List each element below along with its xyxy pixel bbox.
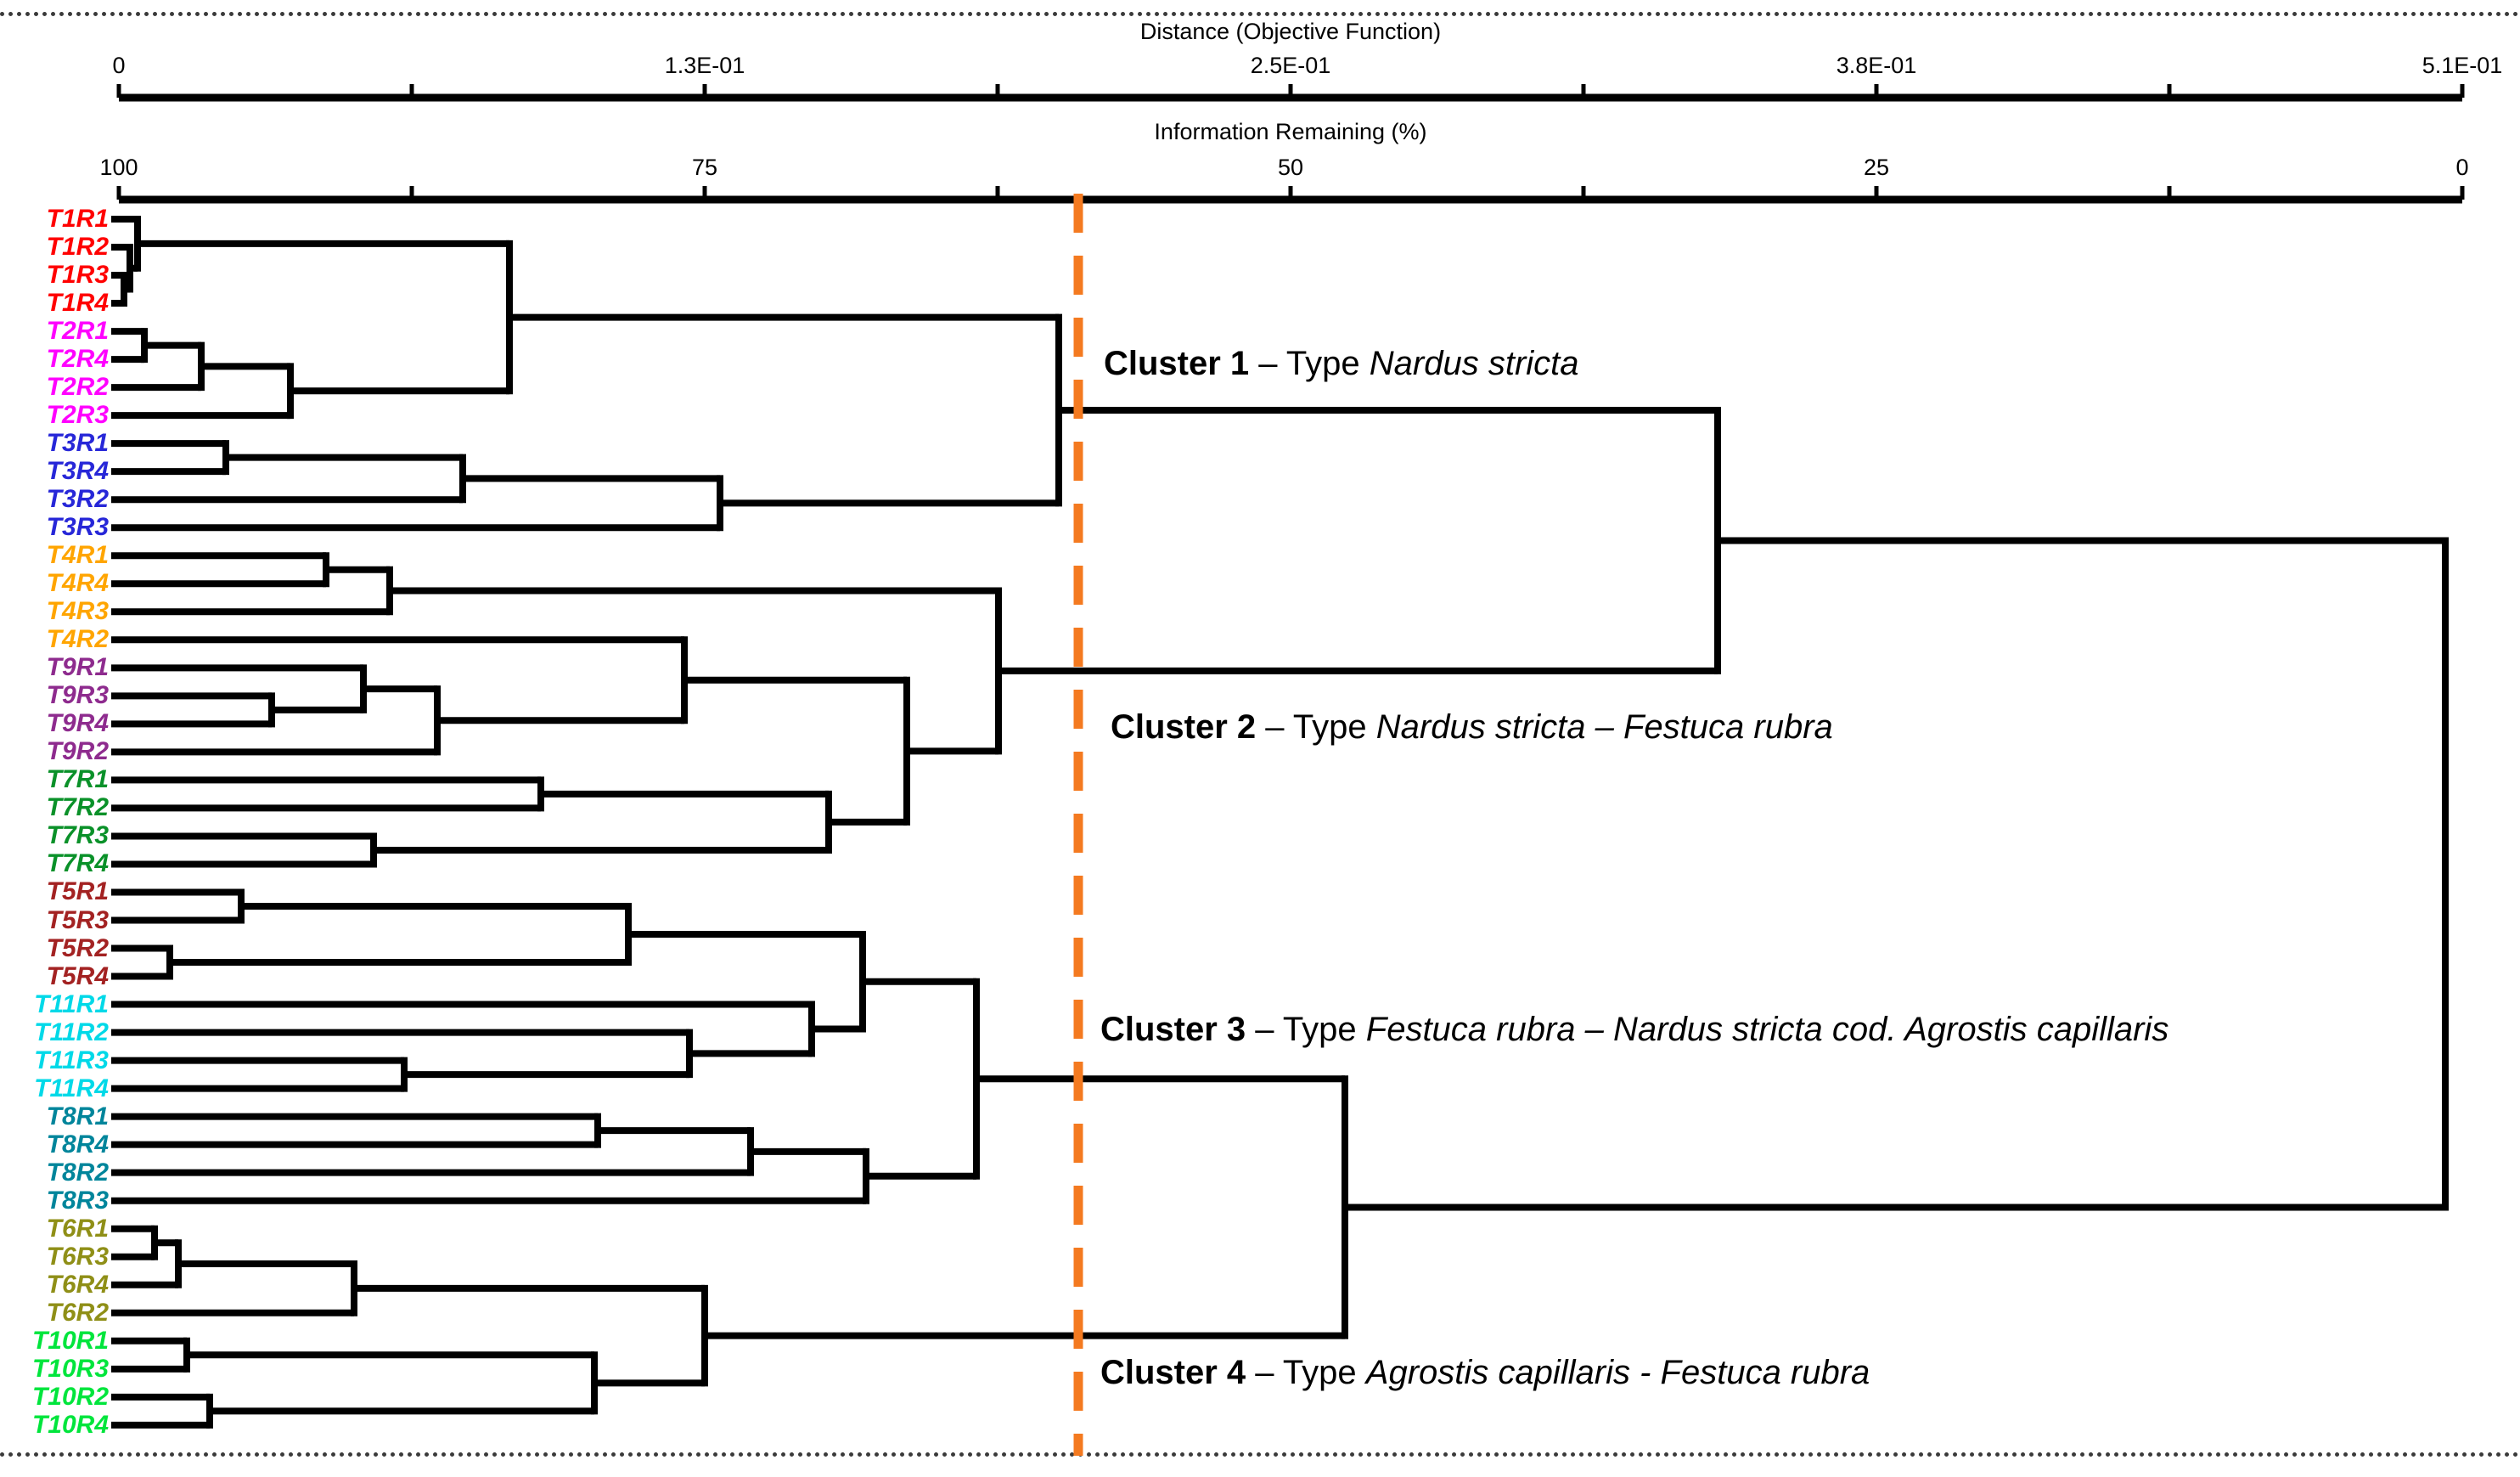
leaf-label-T10R3: T10R3 [31, 1354, 109, 1383]
leaf-label-T7R2: T7R2 [46, 793, 109, 822]
leaf-label-T6R1: T6R1 [46, 1214, 109, 1243]
bottom-dotted-border [0, 1452, 2520, 1457]
leaf-label-T5R2: T5R2 [46, 933, 109, 962]
distance-axis-title: Distance (Objective Function) [1139, 19, 1442, 44]
distance-tick-label: 5.1E-01 [2422, 53, 2503, 78]
leaf-label-T2R4: T2R4 [46, 345, 109, 374]
leaf-label-T9R4: T9R4 [46, 709, 109, 738]
leaf-label-T1R3: T1R3 [46, 261, 109, 290]
information-tick-label: 75 [691, 155, 718, 180]
leaf-label-T5R3: T5R3 [46, 905, 109, 934]
leaf-label-T3R2: T3R2 [46, 485, 109, 514]
leaf-label-T4R1: T4R1 [46, 541, 109, 570]
top-dotted-border [0, 12, 2520, 16]
distance-tick-label: 1.3E-01 [664, 53, 745, 78]
leaf-label-T3R1: T3R1 [46, 429, 109, 458]
leaf-label-T8R3: T8R3 [46, 1186, 109, 1215]
leaf-label-T4R4: T4R4 [46, 569, 109, 598]
leaf-label-T2R2: T2R2 [46, 373, 109, 402]
leaf-label-T4R2: T4R2 [46, 625, 109, 654]
leaf-label-T11R3: T11R3 [34, 1046, 109, 1074]
leaf-label-T7R3: T7R3 [46, 821, 109, 850]
leaf-label-T8R4: T8R4 [46, 1130, 109, 1158]
leaf-label-T4R3: T4R3 [46, 597, 109, 626]
leaf-label-T8R2: T8R2 [46, 1158, 109, 1187]
cluster-2-label: Cluster 2 – Type Nardus stricta – Festuc… [1111, 708, 1833, 746]
leaf-label-T9R1: T9R1 [46, 653, 109, 682]
information-tick-label: 50 [1277, 155, 1304, 180]
leaf-label-T10R2: T10R2 [31, 1382, 109, 1411]
leaf-label-T9R2: T9R2 [46, 737, 109, 766]
leaf-label-T6R2: T6R2 [46, 1298, 109, 1327]
leaf-label-T6R4: T6R4 [46, 1270, 109, 1299]
leaf-label-T5R1: T5R1 [46, 877, 109, 906]
leaf-label-T3R4: T3R4 [46, 457, 109, 486]
leaf-label-T11R4: T11R4 [34, 1074, 109, 1102]
leaf-label-T2R3: T2R3 [46, 401, 109, 430]
cluster-4-label: Cluster 4 – Type Agrostis capillaris - F… [1100, 1354, 1870, 1391]
leaf-label-T1R4: T1R4 [46, 289, 109, 318]
distance-tick-label: 3.8E-01 [1836, 53, 1917, 78]
leaf-label-T11R1: T11R1 [34, 989, 109, 1018]
distance-tick-label: 0 [112, 53, 126, 78]
leaf-label-T7R1: T7R1 [46, 765, 109, 794]
leaf-label-T11R2: T11R2 [34, 1018, 109, 1046]
cluster-3-label: Cluster 3 – Type Festuca rubra – Nardus … [1100, 1011, 2169, 1048]
cluster-1-label: Cluster 1 – Type Nardus stricta [1104, 345, 1579, 382]
leaf-label-T9R3: T9R3 [46, 681, 109, 710]
leaf-label-T2R1: T2R1 [46, 317, 109, 346]
leaf-label-T10R1: T10R1 [31, 1326, 109, 1355]
information-tick-label: 100 [99, 155, 138, 180]
leaf-label-T1R2: T1R2 [46, 233, 109, 262]
distance-tick-label: 2.5E-01 [1250, 53, 1331, 78]
leaf-label-T5R4: T5R4 [46, 961, 109, 990]
leaf-label-T7R4: T7R4 [46, 849, 109, 878]
information-axis-title: Information Remaining (%) [1154, 119, 1427, 144]
leaf-label-T8R1: T8R1 [46, 1102, 109, 1130]
leaf-label-T3R3: T3R3 [46, 513, 109, 542]
leaf-label-T10R4: T10R4 [31, 1410, 109, 1439]
leaf-label-T1R1: T1R1 [46, 205, 109, 233]
information-tick-label: 25 [1863, 155, 1890, 180]
information-tick-label: 0 [2455, 155, 2469, 180]
leaf-label-T6R3: T6R3 [46, 1242, 109, 1271]
